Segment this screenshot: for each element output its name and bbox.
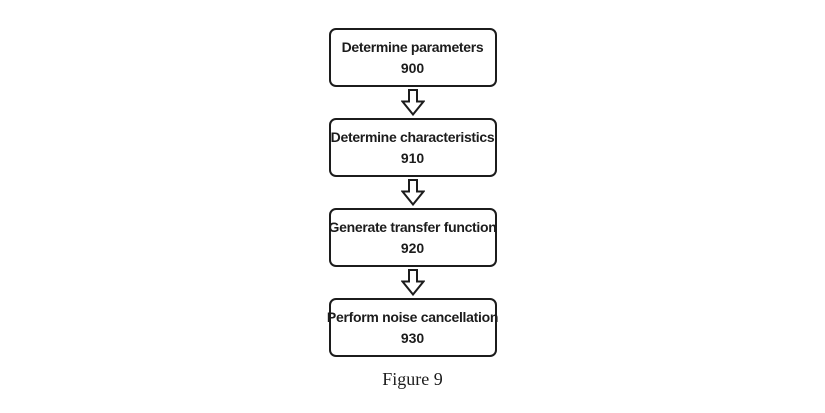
flow-step-determine-characteristics: Determine characteristics 910 (328, 118, 497, 177)
figure-caption: Figure 9 (382, 369, 443, 389)
down-arrow-icon (400, 87, 425, 118)
step-label: Perform noise cancellation (326, 309, 499, 326)
flow-step-determine-parameters: Determine parameters 900 (328, 28, 497, 87)
step-number: 910 (400, 149, 425, 166)
step-label: Determine characteristics (330, 129, 495, 146)
flow-step-perform-noise-cancellation: Perform noise cancellation 930 (326, 298, 499, 357)
step-number: 930 (400, 329, 425, 346)
step-label: Determine parameters (341, 39, 484, 56)
step-label: Generate transfer function (328, 219, 497, 236)
down-arrow-icon (400, 267, 425, 298)
flow-step-generate-transfer-function: Generate transfer function 920 (328, 208, 497, 267)
step-number: 900 (400, 59, 425, 76)
down-arrow-icon (400, 177, 425, 208)
step-number: 920 (400, 239, 425, 256)
flowchart: Determine parameters 900 Determine chara… (326, 28, 499, 357)
